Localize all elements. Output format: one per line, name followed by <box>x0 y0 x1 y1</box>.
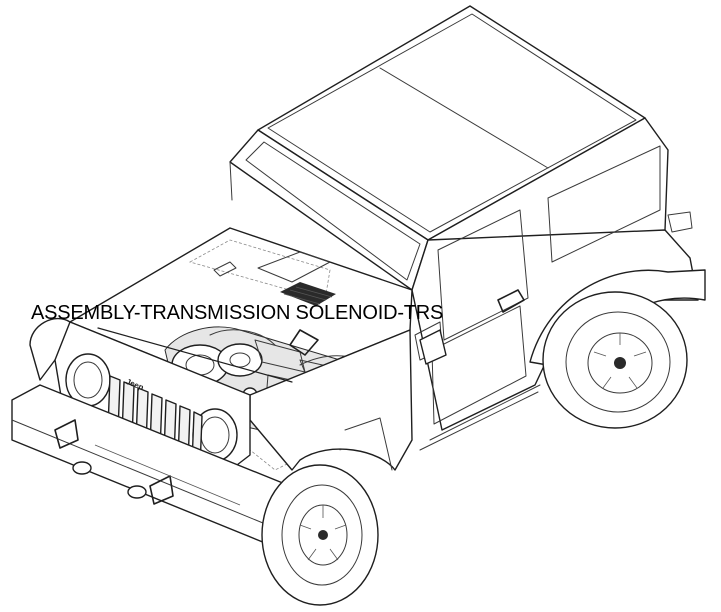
side-mirror <box>419 329 447 365</box>
front-wheel <box>261 464 379 606</box>
callout-label: ASSEMBLY-TRANSMISSION SOLENOID-TRS <box>31 302 444 324</box>
rear-wheel <box>529 269 706 429</box>
callout-leader-line <box>97 327 293 383</box>
